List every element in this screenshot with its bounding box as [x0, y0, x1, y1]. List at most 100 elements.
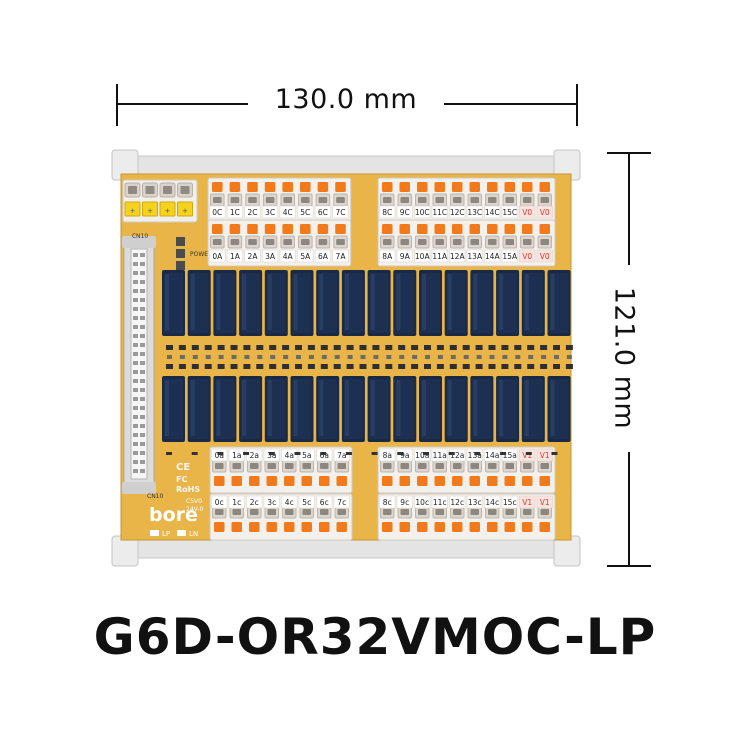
terminal-lever [399, 224, 410, 234]
terminal-label: 4C [283, 208, 293, 217]
terminal-lever [434, 522, 445, 532]
terminal-lever [487, 182, 498, 192]
relay [393, 270, 417, 336]
legend-lp: LP [162, 530, 170, 538]
terminal-label: 3a [267, 451, 276, 460]
relay [547, 376, 571, 442]
terminal-lever [212, 224, 223, 234]
terminal-lever [399, 522, 410, 532]
relay [367, 376, 391, 442]
terminal-lever [522, 182, 533, 192]
relay [290, 270, 314, 336]
product-model-title: G6D-OR32VMOC-LP [93, 608, 657, 666]
terminal-lever [382, 522, 393, 532]
terminal-label: 11c [433, 498, 447, 507]
terminal-label: 11A [432, 252, 448, 261]
terminal-label: 10a [415, 451, 429, 460]
terminal-lever [301, 476, 312, 486]
terminal-lever [266, 476, 277, 486]
terminal-lever [417, 476, 428, 486]
terminal-label: 13C [467, 208, 482, 217]
terminal-lever [434, 476, 445, 486]
terminal-label: 2a [250, 451, 259, 460]
terminal-label: 3A [265, 252, 276, 261]
terminal-lever [264, 182, 276, 192]
terminal-lever [487, 224, 498, 234]
terminal-label: V0 [540, 252, 550, 261]
terminal-label: 4a [285, 451, 294, 460]
terminal-lever [539, 182, 550, 192]
terminal-lever [417, 224, 428, 234]
led-indicator-strip [166, 345, 573, 455]
terminal-label: 1a [232, 451, 241, 460]
terminal-label: 12a [450, 451, 464, 460]
terminal-label: 12c [450, 498, 464, 507]
terminal-label: 2C [247, 208, 257, 217]
terminal-label: 14C [485, 208, 500, 217]
terminal-lever [284, 476, 295, 486]
terminal-label: 12C [450, 208, 465, 217]
terminal-label: 2c [250, 498, 259, 507]
terminal-lever [282, 182, 293, 192]
terminal-lever [469, 182, 480, 192]
voltage-line-1: C5V0 [186, 498, 202, 505]
terminal-label: 2A [248, 252, 259, 261]
terminal-label: 4c [285, 498, 294, 507]
terminal-lever [300, 224, 311, 234]
relay [496, 376, 520, 442]
relay [419, 376, 442, 442]
terminal-lever [301, 522, 312, 532]
terminal-label: 7A [336, 252, 347, 261]
terminal-label: V1 [522, 451, 532, 460]
terminal-label: V0 [522, 252, 532, 261]
ribbon-connector [122, 236, 156, 494]
relay [316, 376, 340, 442]
terminal-lever [212, 182, 223, 192]
terminal-label: 12A [450, 252, 466, 261]
terminal-label: 0C [212, 208, 222, 217]
svg-text:+: + [165, 207, 171, 215]
power-indicator [176, 237, 185, 270]
relay [264, 376, 288, 442]
width-dimension-label: 130.0 mm [274, 84, 418, 115]
terminal-lever [539, 522, 550, 532]
terminal-label: 3c [267, 498, 276, 507]
terminal-lever [336, 522, 347, 532]
terminal-lever [229, 224, 241, 234]
terminal-lever [469, 522, 480, 532]
rohs-mark: RoHS [176, 485, 200, 494]
terminal-label: 11C [432, 208, 447, 217]
relay [341, 376, 365, 442]
legend-ln: LN [189, 530, 198, 538]
terminal-lever [539, 476, 550, 486]
terminal-lever [317, 182, 329, 192]
terminal-label: 10A [415, 252, 431, 261]
terminal-label: V1 [540, 451, 550, 460]
terminal-label: 11a [433, 451, 447, 460]
relay [264, 270, 288, 336]
svg-text:+: + [130, 207, 136, 215]
terminal-label: 9c [400, 498, 409, 507]
terminal-lever [452, 182, 463, 192]
relay [213, 376, 237, 442]
terminal-label: 6c [320, 498, 329, 507]
terminal-label: 15C [502, 208, 517, 217]
terminal-lever [266, 522, 277, 532]
terminal-lever [335, 182, 346, 192]
terminal-lever [487, 476, 498, 486]
terminal-lever [504, 522, 515, 532]
svg-text:+: + [182, 207, 188, 215]
terminal-label: 7a [337, 451, 346, 460]
terminal-label: V1 [540, 498, 550, 507]
terminal-label: 9a [400, 451, 409, 460]
relay [239, 270, 263, 336]
relay [444, 376, 468, 442]
terminal-label: 13c [468, 498, 482, 507]
terminal-lever [539, 224, 550, 234]
width-dimension-line [116, 84, 578, 126]
